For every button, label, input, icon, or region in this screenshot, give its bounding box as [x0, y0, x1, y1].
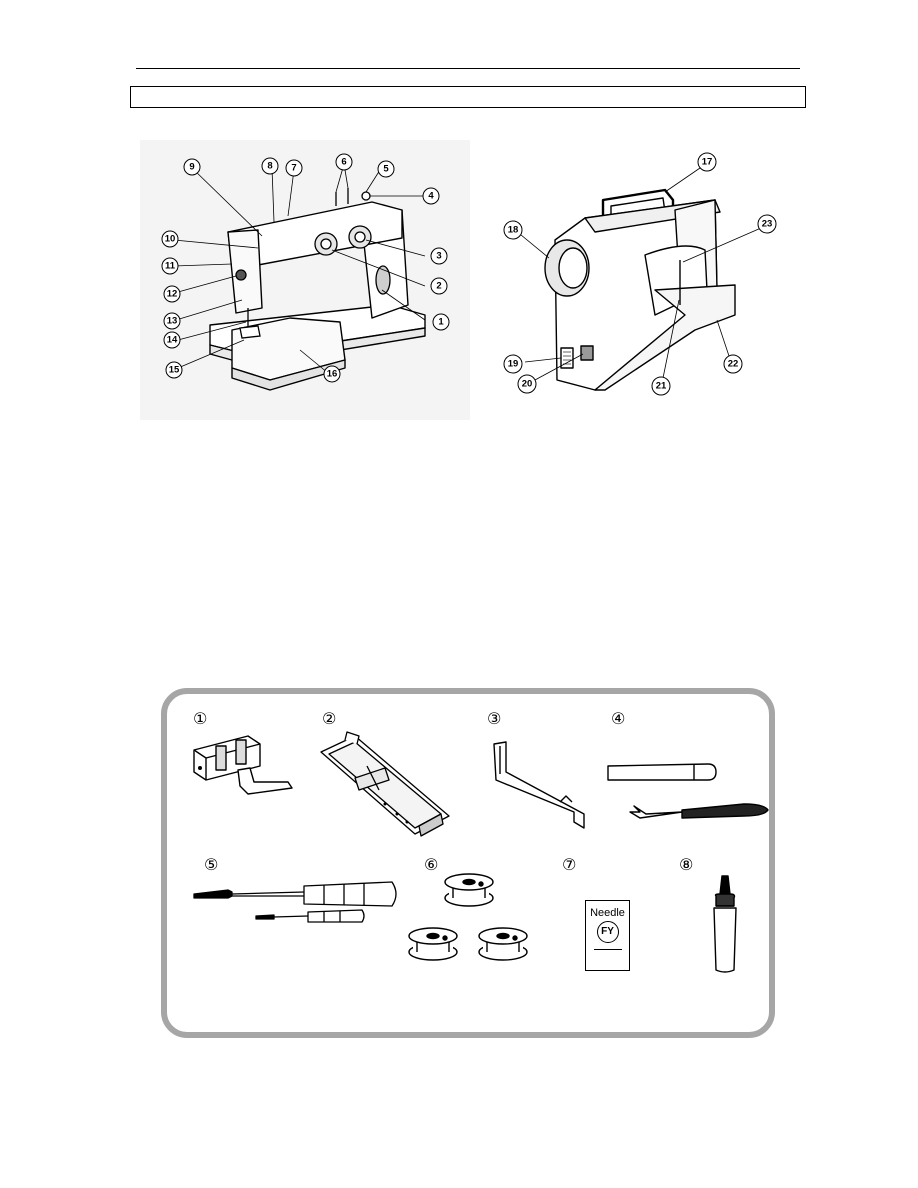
svg-text:4: 4 — [428, 191, 434, 202]
callout-7: 7 — [285, 159, 303, 177]
rear-view-drawing: 17 18 19 20 21 22 23 — [503, 152, 777, 396]
accessory-num-2: ② — [322, 709, 337, 728]
svg-text:1: 1 — [438, 317, 444, 328]
svg-text:12: 12 — [167, 289, 178, 300]
svg-text:7: 7 — [291, 163, 296, 174]
accessory-num-8: ⑧ — [679, 855, 694, 874]
svg-text:11: 11 — [165, 261, 176, 272]
needle-pack-brand: FY — [596, 921, 619, 943]
callout-22: 22 — [723, 354, 743, 374]
needle-pack-label: Needle — [590, 907, 625, 919]
callout-4: 4 — [422, 187, 440, 205]
svg-text:20: 20 — [522, 379, 533, 390]
callout-6: 6 — [335, 153, 353, 171]
svg-text:17: 17 — [702, 157, 713, 168]
section-title-box — [130, 86, 806, 108]
front-view-drawing: 1 2 3 4 5 6 7 8 9 10 11 12 13 14 15 16 — [140, 140, 470, 420]
rear-view-figure: 17 18 19 20 21 22 23 — [495, 140, 795, 420]
callout-18: 18 — [503, 220, 523, 240]
accessory-num-4: ④ — [611, 709, 626, 728]
svg-text:9: 9 — [189, 162, 194, 173]
callout-12: 12 — [163, 285, 181, 303]
svg-text:6: 6 — [341, 157, 346, 168]
zipper-foot-icon — [193, 735, 293, 795]
seam-ripper-icon — [607, 763, 769, 819]
quilting-guide-icon — [493, 741, 585, 829]
needle-pack-rule — [593, 949, 622, 950]
callout-9: 9 — [183, 158, 201, 176]
svg-text:3: 3 — [436, 251, 441, 262]
bobbin-icon — [408, 873, 528, 961]
needle-pack-icon: Needle FY — [585, 900, 630, 971]
accessory-num-5: ⑤ — [204, 855, 219, 874]
header-rule — [136, 68, 800, 69]
svg-text:23: 23 — [762, 219, 773, 230]
svg-text:13: 13 — [167, 316, 178, 327]
callout-19: 19 — [503, 354, 523, 374]
callout-23: 23 — [757, 214, 777, 234]
svg-text:16: 16 — [327, 369, 338, 380]
callout-11: 11 — [161, 257, 179, 275]
svg-text:10: 10 — [165, 234, 176, 245]
screwdriver-icon — [193, 881, 397, 923]
svg-text:22: 22 — [728, 359, 739, 370]
svg-text:8: 8 — [267, 161, 272, 172]
callout-17: 17 — [697, 152, 717, 172]
svg-text:5: 5 — [383, 164, 389, 175]
accessory-num-1: ① — [193, 709, 208, 728]
buttonhole-foot-icon — [320, 731, 450, 837]
oiler-icon — [713, 875, 737, 973]
callout-8: 8 — [261, 157, 279, 175]
callout-15: 15 — [165, 361, 183, 379]
callout-5: 5 — [377, 160, 395, 178]
callout-10: 10 — [161, 230, 179, 248]
svg-text:18: 18 — [508, 225, 519, 236]
svg-text:15: 15 — [169, 365, 180, 376]
svg-text:21: 21 — [656, 381, 667, 392]
accessory-num-7: ⑦ — [562, 855, 577, 874]
callout-3: 3 — [430, 247, 448, 265]
accessory-num-6: ⑥ — [424, 855, 439, 874]
callout-16: 16 — [323, 365, 341, 383]
callout-2: 2 — [430, 277, 448, 295]
front-view-figure: 1 2 3 4 5 6 7 8 9 10 11 12 13 14 15 16 — [140, 140, 470, 420]
svg-text:2: 2 — [436, 281, 441, 292]
accessories-panel — [161, 688, 775, 1038]
accessory-num-3: ③ — [487, 709, 502, 728]
callout-14: 14 — [163, 331, 181, 349]
callout-21: 21 — [651, 376, 671, 396]
svg-text:19: 19 — [508, 359, 519, 370]
callout-20: 20 — [517, 374, 537, 394]
callout-13: 13 — [163, 312, 181, 330]
svg-text:14: 14 — [167, 335, 178, 346]
callout-1: 1 — [432, 313, 450, 331]
